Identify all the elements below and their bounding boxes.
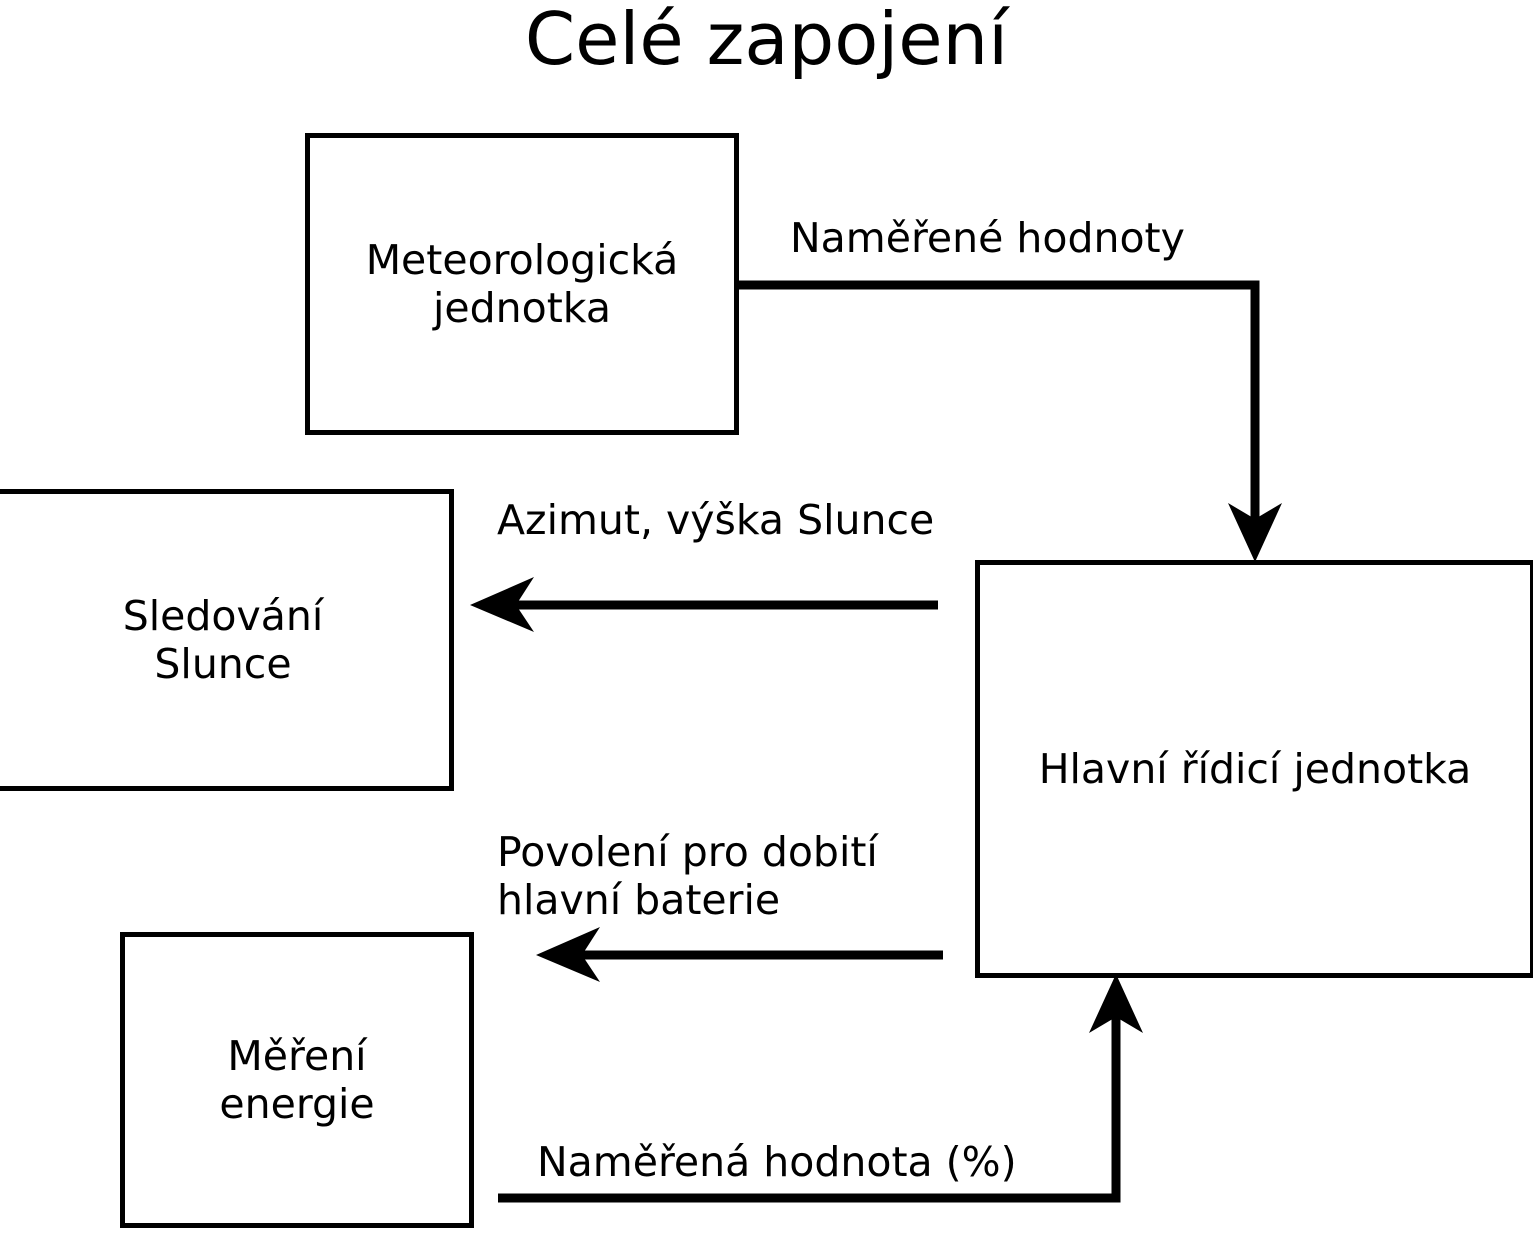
node-sun-tracking[interactable]: Sledování Slunce [0, 489, 454, 791]
node-main-control-unit-label: Hlavní řídicí jednotka [1038, 744, 1472, 793]
node-energy-measurement-label: Měření energie [219, 1031, 375, 1128]
edge-label-charge-permit: Povolení pro dobití hlavní baterie [497, 828, 878, 925]
edge-label-measured-percent: Naměřená hodnota (%) [537, 1138, 1017, 1186]
node-main-control-unit[interactable]: Hlavní řídicí jednotka [975, 560, 1533, 978]
node-sun-tracking-label: Sledování Slunce [122, 591, 324, 688]
connector-azimuth [470, 577, 938, 632]
page-title: Celé zapojení [524, 0, 1009, 81]
node-meteorological-unit-label: Meteorologická jednotka [365, 235, 679, 332]
node-energy-measurement[interactable]: Měření energie [120, 932, 474, 1228]
edge-label-azimuth: Azimut, výška Slunce [497, 496, 935, 544]
connector-measured-values [739, 280, 1282, 562]
node-meteorological-unit[interactable]: Meteorologická jednotka [305, 133, 739, 435]
connector-charge-permit [536, 927, 943, 982]
connector-measured-percent [498, 974, 1143, 1203]
edge-label-measured-values: Naměřené hodnoty [790, 214, 1185, 262]
